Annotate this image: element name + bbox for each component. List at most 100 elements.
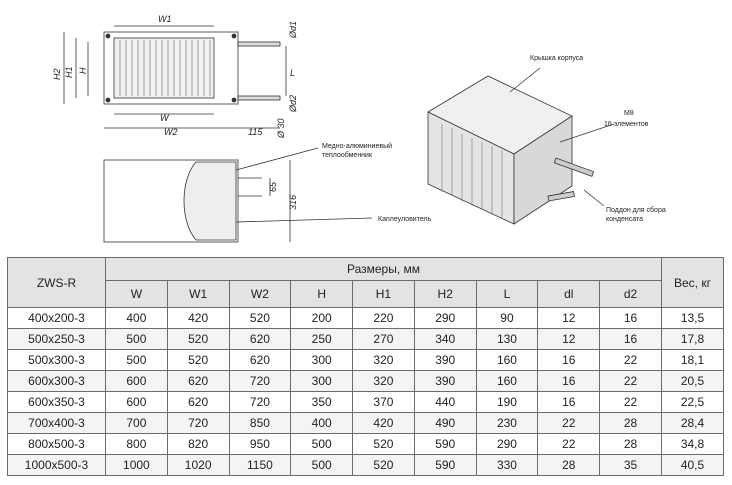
col-header: W bbox=[105, 280, 168, 308]
dim-w: W bbox=[160, 113, 170, 123]
table-cell-value: 500 bbox=[105, 349, 168, 371]
table-cell-value: 22 bbox=[599, 349, 662, 371]
table-cell-value: 28 bbox=[599, 433, 662, 455]
table-cell-value: 370 bbox=[352, 391, 415, 413]
table-cell-value: 720 bbox=[166, 412, 230, 434]
table-cell-value: 330 bbox=[475, 454, 539, 476]
isometric-unit bbox=[427, 67, 615, 225]
table-cell-value: 16 bbox=[599, 307, 662, 329]
table-cell-value: 16 bbox=[599, 328, 662, 350]
col-header: W1 bbox=[166, 280, 230, 308]
table-cell-weight: 17,8 bbox=[661, 328, 724, 350]
table-cell-value: 28 bbox=[599, 412, 662, 434]
col-header: H2 bbox=[413, 280, 477, 308]
weight-header: Вес, кг bbox=[661, 257, 724, 308]
col-header: d2 bbox=[599, 280, 662, 308]
table-cell-value: 820 bbox=[166, 433, 230, 455]
col-header: H1 bbox=[352, 280, 415, 308]
col-header: L bbox=[475, 280, 539, 308]
table-cell-value: 800 bbox=[105, 433, 168, 455]
dim-h: H bbox=[78, 67, 88, 74]
table-cell-value: 600 bbox=[105, 370, 168, 392]
table-cell-weight: 34,8 bbox=[661, 433, 724, 455]
table-cell-value: 12 bbox=[537, 307, 601, 329]
table-cell-value: 22 bbox=[537, 433, 601, 455]
table-cell-weight: 28,4 bbox=[661, 412, 724, 434]
label-drop-eliminator: Каплеуловитель bbox=[378, 216, 432, 223]
table-cell-value: 400 bbox=[105, 307, 168, 329]
table-cell-model: 1000x500-3 bbox=[7, 454, 106, 476]
technical-drawing: W1 W W2 115 H2 H1 H Ød1 L Ød2 Ø 30 65 31… bbox=[52, 14, 666, 243]
table-cell-model: 600x350-3 bbox=[7, 391, 106, 413]
table-cell-value: 22 bbox=[599, 370, 662, 392]
table-cell-value: 200 bbox=[290, 307, 354, 329]
table-cell-value: 28 bbox=[537, 454, 601, 476]
table-cell-value: 520 bbox=[228, 307, 292, 329]
table-cell-value: 290 bbox=[475, 433, 539, 455]
table-cell-value: 160 bbox=[475, 370, 539, 392]
dim-d1: Ød1 bbox=[288, 21, 298, 39]
table-cell-value: 12 bbox=[537, 328, 601, 350]
table-cell-value: 520 bbox=[352, 454, 415, 476]
table-cell-weight: 13,5 bbox=[661, 307, 724, 329]
pipe-bottom bbox=[237, 95, 281, 101]
table-cell-value: 500 bbox=[290, 454, 354, 476]
table-cell-value: 320 bbox=[352, 370, 415, 392]
table-cell-value: 700 bbox=[105, 412, 168, 434]
table-cell-value: 35 bbox=[599, 454, 662, 476]
table-cell-model: 600x300-3 bbox=[7, 370, 106, 392]
label-tray-2: конденсата bbox=[606, 216, 643, 223]
dim-316: 316 bbox=[288, 195, 298, 210]
label-m8-count: 16 элементов bbox=[604, 121, 649, 128]
dim-w2: W2 bbox=[164, 127, 178, 137]
table-cell-model: 800x500-3 bbox=[7, 433, 106, 455]
table-cell-value: 620 bbox=[166, 370, 230, 392]
table-cell-value: 250 bbox=[290, 328, 354, 350]
table-cell-value: 270 bbox=[352, 328, 415, 350]
label-heat-exchanger-1: Медно-алюминиевый bbox=[322, 142, 392, 150]
table-cell-value: 520 bbox=[166, 328, 230, 350]
table-cell-value: 220 bbox=[352, 307, 415, 329]
dim-l: L bbox=[290, 68, 295, 78]
table-cell-weight: 20,5 bbox=[661, 370, 724, 392]
table-cell-weight: 40,5 bbox=[661, 454, 724, 476]
table-cell-value: 1150 bbox=[228, 454, 292, 476]
table-cell-value: 620 bbox=[228, 328, 292, 350]
spec-table: ZWS-R Размеры, мм Вес, кг W W1 W2 H H1 H… bbox=[7, 257, 724, 476]
table-cell-value: 590 bbox=[413, 454, 477, 476]
dim-h1: H1 bbox=[64, 66, 74, 78]
table-cell-value: 16 bbox=[537, 370, 601, 392]
table-cell-model: 700x400-3 bbox=[7, 412, 106, 434]
label-heat-exchanger-2: теплообменник bbox=[322, 151, 373, 159]
table-cell-weight: 22,5 bbox=[661, 391, 724, 413]
dim-d2: Ød2 bbox=[288, 95, 298, 113]
table-cell-value: 420 bbox=[166, 307, 230, 329]
table-cell-model: 500x250-3 bbox=[7, 328, 106, 350]
table-cell-value: 400 bbox=[290, 412, 354, 434]
label-tray-1: Поддон для сбора bbox=[606, 206, 666, 214]
table-cell-value: 620 bbox=[228, 349, 292, 371]
table-cell-value: 440 bbox=[413, 391, 477, 413]
table-cell-value: 520 bbox=[352, 433, 415, 455]
table-cell-value: 590 bbox=[413, 433, 477, 455]
label-m8: M8 bbox=[624, 110, 634, 117]
front-view-coil bbox=[113, 37, 215, 99]
dims-header: Размеры, мм bbox=[105, 257, 662, 281]
table-cell-model: 400x200-3 bbox=[7, 307, 106, 329]
col-header: W2 bbox=[228, 280, 292, 308]
table-cell-value: 160 bbox=[475, 349, 539, 371]
table-cell-value: 22 bbox=[599, 391, 662, 413]
dim-w1: W1 bbox=[158, 14, 172, 24]
coil-fins bbox=[119, 40, 211, 96]
table-cell-model: 500x300-3 bbox=[7, 349, 106, 371]
table-cell-value: 320 bbox=[352, 349, 415, 371]
col-header: H bbox=[290, 280, 354, 308]
